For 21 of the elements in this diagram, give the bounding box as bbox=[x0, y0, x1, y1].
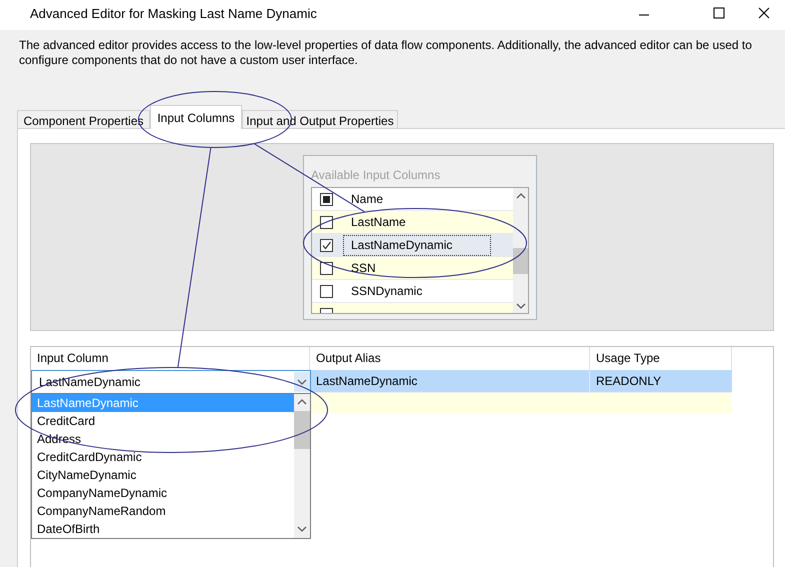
window-title: Advanced Editor for Masking Last Name Dynamic bbox=[30, 6, 317, 21]
column-name: SSN bbox=[351, 261, 376, 275]
grid-cell: LastNameDynamic bbox=[310, 370, 590, 392]
column-name: LastName bbox=[351, 215, 406, 229]
dropdown-option: CompanyNameDynamic bbox=[32, 484, 294, 502]
grid-cell: READONLY bbox=[590, 370, 732, 392]
dropdown-option: CompanyNameRandom bbox=[32, 502, 294, 520]
annotation-line bbox=[254, 143, 365, 212]
dropdown-option: CityNameDynamic bbox=[32, 466, 294, 484]
annotation-line bbox=[177, 147, 212, 368]
column-name: SSNDynamic bbox=[351, 284, 422, 298]
selected-option: LastNameDynamic bbox=[32, 394, 294, 412]
panel-title: Available Input Columns bbox=[311, 168, 440, 182]
tab: Input Columns bbox=[150, 105, 242, 129]
dropdown-option: CreditCardDynamic bbox=[32, 448, 294, 466]
annotation-ellipse bbox=[303, 208, 527, 278]
dropdown-option: DateOfBirth bbox=[32, 520, 294, 538]
column-name: LastNameDynamic bbox=[351, 238, 452, 252]
column-name: Name bbox=[351, 192, 384, 206]
dropdown-option: CreditCard bbox=[32, 412, 294, 430]
description-text: The advanced editor provides access to the low-level properties of data flow components. Additionally, the advanced editor can be used to configure components that do not have a custom user interface. bbox=[19, 38, 753, 68]
